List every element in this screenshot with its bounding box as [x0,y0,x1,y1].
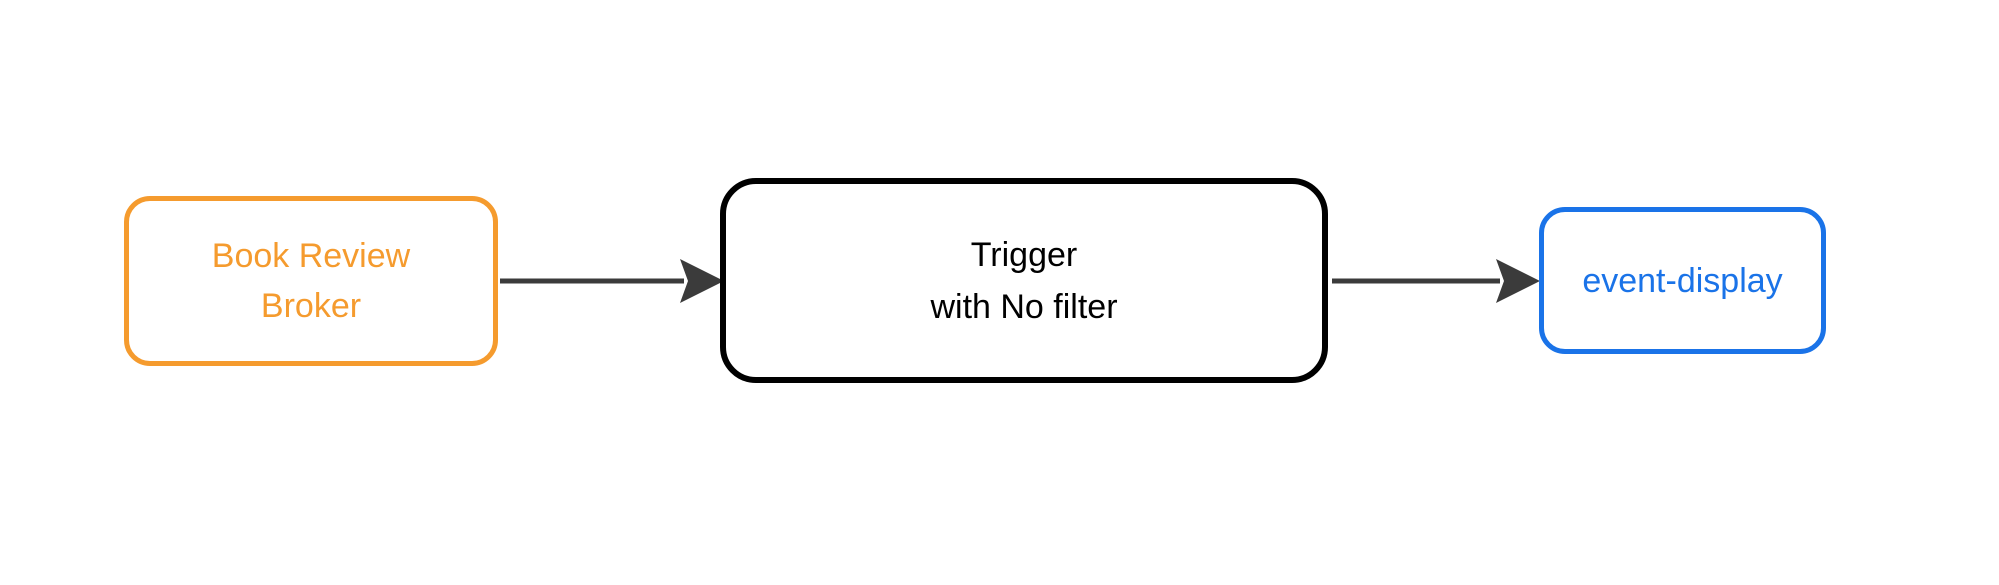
node-label-line: with No filter [930,287,1118,326]
node-label-line: event-display [1582,261,1783,300]
node-label-line: Broker [260,287,362,325]
edge-arrow-broker-to-trigger [500,259,724,303]
node-event-display: event-display [1539,207,1826,354]
node-label-line: Trigger [970,235,1078,274]
node-book-review-broker: Book Review Broker [124,196,498,366]
node-trigger-no-filter: Trigger with No filter [720,178,1328,383]
arrowhead-icon [1496,259,1540,303]
node-label-line: Book Review [211,237,411,275]
edge-arrow-trigger-to-event-display [1332,259,1540,303]
arrowhead-icon [680,259,724,303]
